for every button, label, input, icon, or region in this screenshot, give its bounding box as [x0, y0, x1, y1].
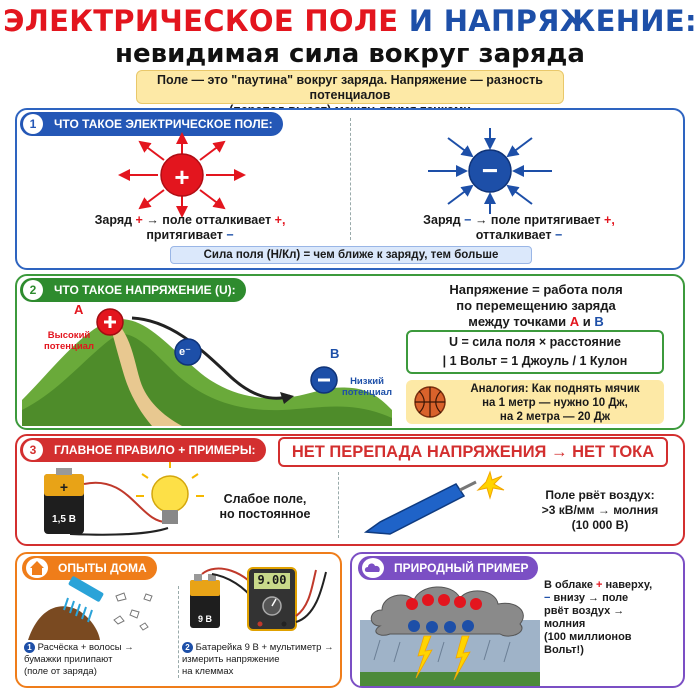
battery9-label: 9 В: [197, 614, 212, 624]
section4-divider: [178, 586, 179, 678]
section1-title: ЧТО ТАКОЕ ЭЛЕКТРИЧЕСКОЕ ПОЛЕ:: [54, 117, 273, 131]
lighter-spark-illustration: [363, 470, 505, 535]
negative-charge-icon: [468, 149, 512, 193]
voltage-definition: Напряжение = работа поля по перемещению …: [449, 282, 623, 329]
battery-bulb-illustration: +: [44, 462, 204, 536]
section2-header: 2 ЧТО ТАКОЕ НАПРЯЖЕНИЕ (U):: [20, 278, 246, 302]
point-b-label: B: [330, 346, 340, 361]
analogy-box: Аналогия: Как поднять мячик на 1 метр — …: [406, 380, 664, 424]
minus-sign: −: [481, 155, 499, 186]
battery-label: 1,5 В: [52, 514, 76, 525]
intro-box: Поле — это "паутина" вокруг заряда. Напр…: [136, 70, 564, 117]
section1-divider: [350, 118, 351, 240]
basketball-icon: [414, 386, 446, 418]
experiment1-text: 1 Расчёска + волосы → бумажки прилипают …: [24, 642, 134, 677]
comb-hair-illustration: [28, 576, 153, 640]
voltage-formula: U = сила поля × расстояние | 1 Вольт = 1…: [406, 330, 664, 374]
section1-number: 1: [23, 114, 43, 134]
plus-sign: +: [174, 162, 190, 192]
lightbulb-icon: [151, 475, 189, 513]
section4-header: ОПЫТЫ ДОМА: [22, 556, 157, 580]
section5-title: ПРИРОДНЫЙ ПРИМЕР: [394, 561, 529, 575]
section3-header: 3 ГЛАВНОЕ ПРАВИЛО + ПРИМЕРЫ:: [20, 438, 266, 462]
lighter-icon: [363, 483, 466, 535]
page-subtitle: невидимая сила вокруг заряда: [115, 39, 585, 69]
section5-header: ПРИРОДНЫЙ ПРИМЕР: [358, 556, 539, 580]
section3-divider: [338, 472, 339, 538]
svg-text:+: +: [60, 479, 68, 495]
page-title: ЭЛЕКТРИЧЕСКОЕ ПОЛЕ И НАПРЯЖЕНИЕ:: [0, 4, 700, 38]
cloud-icon: [362, 558, 384, 578]
positive-charge-icon: [160, 153, 204, 197]
positive-caption: Заряд + → поле отталкивает +, притягивае…: [94, 213, 286, 242]
title-part1: ЭЛЕКТРИЧЕСКОЕ ПОЛЕ: [3, 4, 399, 38]
positive-charge-figure: [118, 132, 246, 218]
high-potential-label: Высокий потенциал: [44, 330, 94, 352]
section2-title: ЧТО ТАКОЕ НАПРЯЖЕНИЕ (U):: [54, 283, 236, 297]
multimeter-display: 9.00: [257, 573, 287, 587]
nature-text: В облаке + наверху, − внизу → поле рвёт …: [544, 579, 653, 656]
battery-multimeter-illustration: [190, 567, 327, 631]
low-potential-label: Низкий потенциал: [342, 376, 392, 398]
title-part2: И НАПРЯЖЕНИЕ:: [408, 4, 697, 38]
experiment2-text: 2 Батарейка 9 В + мультиметр → измерить …: [182, 642, 334, 677]
thundercloud-illustration: [360, 586, 540, 686]
negative-caption: Заряд − → поле притягивает +, отталкивае…: [423, 213, 615, 242]
negative-charge-figure: [428, 128, 552, 214]
point-a-label: A: [74, 302, 84, 317]
comb-icon: [68, 576, 104, 602]
spark-text: Поле рвёт воздух: >3 кВ/мм → молния (10 …: [541, 488, 659, 532]
hill-illustration: [22, 308, 392, 426]
weak-field-text: Слабое поле, но постоянное: [219, 492, 311, 521]
main-rule-banner: НЕТ ПЕРЕПАДА НАПРЯЖЕНИЯ → НЕТ ТОКА: [278, 437, 668, 467]
home-icon: [26, 558, 48, 578]
section3-number: 3: [23, 440, 43, 460]
electron-icon: [174, 338, 202, 366]
spark-icon: [476, 470, 505, 500]
section1-header: 1 ЧТО ТАКОЕ ЭЛЕКТРИЧЕСКОЕ ПОЛЕ:: [20, 112, 283, 136]
electron-label: e⁻: [179, 346, 191, 358]
section2-number: 2: [23, 280, 43, 300]
section3-title: ГЛАВНОЕ ПРАВИЛО + ПРИМЕРЫ:: [54, 443, 256, 457]
field-strength-rule: Сила поля (Н/Кл) = чем ближе к заряду, т…: [170, 246, 532, 264]
section4-title: ОПЫТЫ ДОМА: [58, 561, 147, 575]
intro-line1: Поле — это "паутина" вокруг заряда. Напр…: [157, 73, 543, 102]
